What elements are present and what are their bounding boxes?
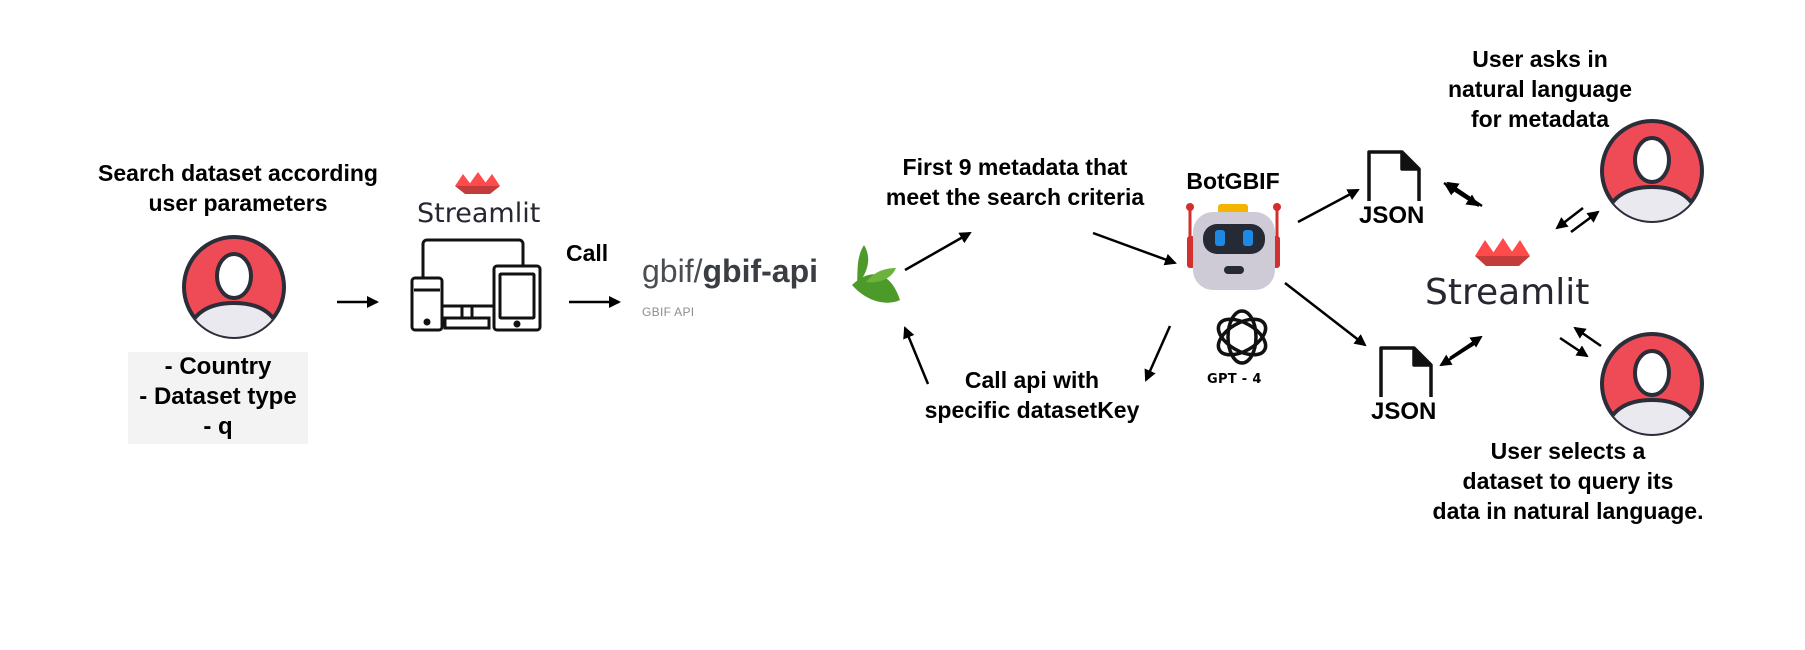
param-q: - q — [203, 413, 233, 440]
call-api-label: Call api with specific datasetKey — [907, 365, 1157, 425]
arrow-metadata-to-bot — [1092, 231, 1177, 266]
arrow-bot-to-callapi — [1144, 325, 1172, 382]
json-bottom-label: JSON — [1371, 398, 1437, 425]
first-metadata-label: First 9 metadata that meet the search cr… — [870, 152, 1160, 212]
json-file-top-icon — [1367, 150, 1421, 201]
user-asks-line2: natural language — [1447, 76, 1633, 102]
arrow-user1-to-streamlit — [1555, 207, 1584, 230]
streamlit-right-label: Streamlit — [1425, 272, 1590, 313]
bot-name: BotGBIF — [1186, 168, 1280, 194]
user-asks-label: User asks in natural language for metada… — [1410, 44, 1670, 134]
user-selects-line2: dataset to query its — [1462, 468, 1674, 494]
call-api-line2: specific datasetKey — [924, 397, 1140, 423]
arrow-streamlit-to-user2 — [1559, 336, 1589, 358]
search-title: Search dataset according user parameters — [58, 158, 418, 218]
gbif-prefix: gbif/ — [642, 253, 703, 289]
arrow-bot-to-json-bottom — [1284, 282, 1367, 347]
params-box — [128, 352, 308, 444]
user-selects-line1: User selects a — [1490, 438, 1646, 464]
arrow-callapi-to-gbif — [903, 326, 930, 385]
arrow-streamlit-to-user1 — [1570, 210, 1600, 234]
param-dataset-type: - Dataset type — [139, 383, 297, 410]
user-avatar-search-icon — [182, 235, 286, 339]
json-top-label: JSON — [1359, 202, 1425, 229]
arrow-streamlit-to-json-top-a — [1446, 181, 1483, 208]
user-selects-line3: data in natural language. — [1432, 498, 1704, 524]
user-avatar-metadata-icon — [1600, 119, 1704, 223]
streamlit-crown-icon — [455, 172, 500, 194]
user-asks-line1: User asks in — [1472, 46, 1608, 72]
search-title-line1: Search dataset according — [98, 160, 378, 186]
gpt-label: GPT - 4 — [1207, 372, 1262, 387]
devices-icon — [410, 238, 542, 332]
call-api-line1: Call api with — [964, 367, 1100, 393]
gbif-subtitle: GBIF API — [642, 305, 695, 319]
user-selects-label: User selects a dataset to query its data… — [1408, 436, 1728, 526]
streamlit-crown-right-icon — [1475, 238, 1530, 266]
arrow-gbif-to-metadata — [904, 231, 972, 272]
json-file-bottom-icon — [1379, 346, 1433, 397]
robot-icon — [1186, 203, 1281, 290]
param-country: - Country — [164, 353, 272, 380]
params-list: - Country - Dataset type - q — [128, 352, 308, 442]
user-asks-line3: for metadata — [1470, 106, 1610, 132]
gbif-leaf-icon — [852, 245, 900, 303]
streamlit-left-label: Streamlit — [417, 198, 541, 229]
arrow-streamlit-to-json-bottom-a — [1439, 342, 1475, 367]
search-title-line2: user parameters — [148, 190, 328, 216]
arrow-user2-to-streamlit — [1573, 326, 1602, 348]
call-label: Call — [566, 240, 609, 266]
gbif-logo: gbif/gbif-api — [642, 253, 818, 290]
user-avatar-query-icon — [1600, 332, 1704, 436]
first-metadata-line2: meet the search criteria — [885, 184, 1145, 210]
arrow-bot-to-json-top — [1297, 188, 1360, 224]
openai-logo-icon — [1216, 309, 1268, 365]
gbif-name: gbif-api — [702, 253, 819, 289]
arrow-json-bottom-to-streamlit — [1449, 335, 1483, 360]
arrows — [337, 181, 1602, 385]
first-metadata-line1: First 9 metadata that — [902, 154, 1128, 180]
arrow-json-top-in — [1444, 183, 1480, 208]
